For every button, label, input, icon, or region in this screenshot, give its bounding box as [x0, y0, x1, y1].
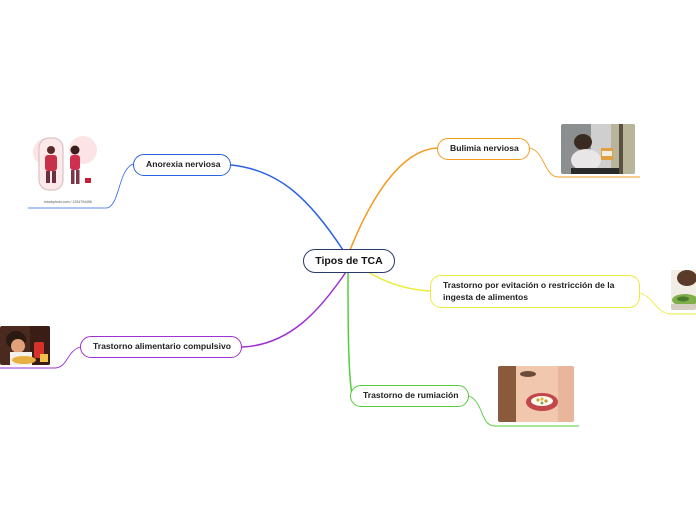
connector-bulimia-image [529, 147, 640, 178]
topic-anorexia-nerviosa[interactable]: Anorexia nerviosa [133, 154, 231, 176]
topic-trastorno-compulsivo[interactable]: Trastorno alimentario compulsivo [80, 336, 242, 358]
connector-evitacion-image [639, 292, 696, 315]
anorexia-illustration-image [33, 128, 98, 196]
central-topic-label: Tipos de TCA [315, 254, 383, 267]
evitacion-photo-image [671, 270, 696, 310]
compulsivo-photo-image [0, 326, 50, 365]
connector-evitacion [367, 271, 431, 292]
central-topic[interactable]: Tipos de TCA [303, 249, 395, 273]
connector-rumiacion-image [468, 395, 579, 427]
connector-bulimia [349, 147, 438, 251]
rumiacion-photo-image [498, 366, 574, 422]
topic-evitacion-label-line2: ingesta de alimentos [443, 291, 529, 302]
topic-rumiacion-label: Trastorno de rumiación [363, 390, 459, 401]
connector-compulsivo-image [0, 346, 81, 369]
topic-trastorno-rumiacion[interactable]: Trastorno de rumiación [350, 385, 469, 407]
topic-compulsivo-label: Trastorno alimentario compulsivo [93, 341, 232, 352]
topic-bulimia-nerviosa[interactable]: Bulimia nerviosa [437, 138, 530, 160]
topic-anorexia-label: Anorexia nerviosa [146, 159, 221, 170]
connector-compulsivo [241, 271, 347, 348]
topic-evitacion-label-line1: Trastorno por evitación o restricción de… [443, 279, 615, 290]
topic-bulimia-label: Bulimia nerviosa [450, 143, 519, 154]
anorexia-image-caption: Istockphoto.com / 1294794456 [44, 200, 92, 204]
bulimia-photo-image [561, 124, 635, 174]
connector-anorexia [230, 164, 344, 251]
topic-trastorno-evitacion[interactable]: Trastorno por evitación o restricción de… [430, 275, 640, 308]
connector-rumiacion [347, 271, 353, 396]
connector-anorexia-image [28, 163, 134, 209]
topic-evitacion-text: Trastorno por evitación o restricción de… [443, 280, 614, 303]
